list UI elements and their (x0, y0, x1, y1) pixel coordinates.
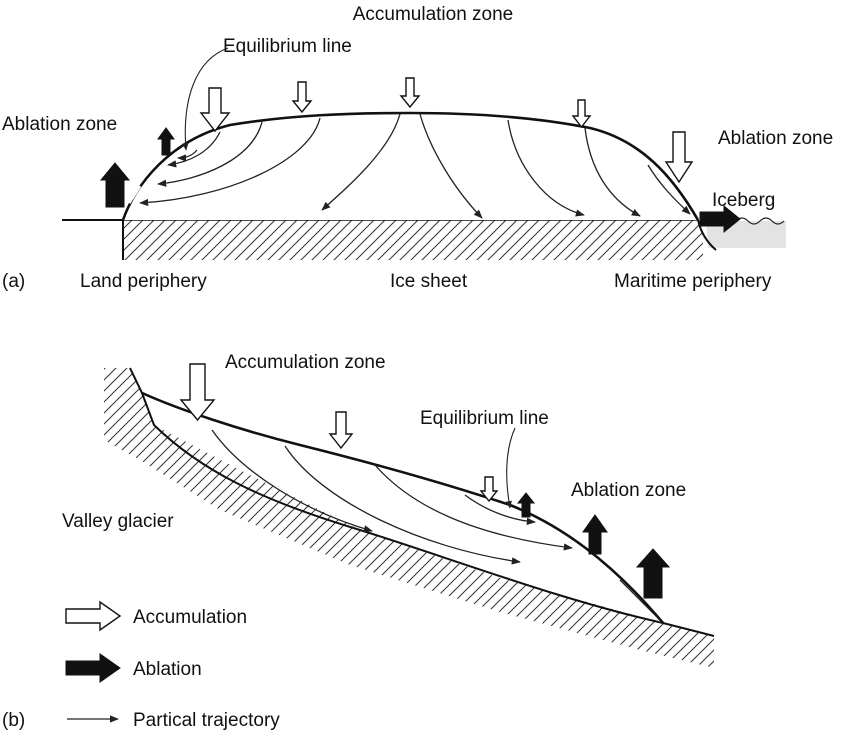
label-maritime-periphery: Maritime periphery (614, 271, 772, 292)
label-equilibrium-line-b: Equilibrium line (420, 408, 549, 429)
flow-line (507, 119, 585, 217)
flow-line (619, 579, 661, 621)
panel-a-tag: (a) (2, 271, 25, 292)
flow-line (157, 121, 263, 187)
margin-gap (127, 185, 142, 204)
label-ablation-zone-left: Ablation zone (2, 114, 117, 135)
accumulation-arrow (664, 131, 694, 184)
valley-bedrock (104, 368, 714, 668)
legend: Accumulation Ablation Partical trajector… (2, 600, 280, 731)
flow-line (139, 117, 321, 207)
label-accumulation-zone-a: Accumulation zone (353, 4, 514, 25)
flow-line (167, 131, 221, 168)
glacier-bed-b (129, 367, 715, 637)
accumulation-arrow (199, 87, 231, 133)
label-ablation-zone-right: Ablation zone (718, 128, 833, 149)
legend-ablation-label: Ablation (133, 659, 202, 680)
bedrock-a (123, 220, 703, 260)
accumulation-arrow (179, 363, 216, 422)
flow-line (419, 113, 483, 219)
ablation-arrow (582, 514, 608, 555)
flow-line (284, 445, 521, 565)
accumulation-arrow (291, 81, 313, 114)
bed-edge-right (697, 219, 717, 251)
panel-b: Accumulation zone Equilibrium line Ablat… (62, 352, 715, 668)
legend-ablation-icon (65, 653, 121, 683)
legend-accumulation-label: Accumulation (133, 607, 247, 628)
panel-a: Accumulation zone Equilibrium line Ablat… (2, 4, 833, 292)
label-accumulation-zone-b: Accumulation zone (225, 352, 386, 373)
label-equilibrium-line-a: Equilibrium line (223, 36, 352, 57)
ablation-arrow (99, 162, 131, 208)
flow-line (211, 429, 373, 533)
accumulation-arrow (571, 99, 592, 129)
equilibrium-line-leader (182, 47, 229, 151)
flow-line (464, 494, 536, 525)
accumulation-arrow (399, 77, 421, 109)
label-ice-sheet: Ice sheet (390, 271, 468, 292)
equilibrium-line-leader (505, 427, 516, 509)
flow-line (177, 149, 198, 162)
ablation-arrow (516, 492, 536, 518)
ice-sheet-profile (121, 111, 700, 221)
label-ablation-zone-b: Ablation zone (571, 480, 686, 501)
accumulation-arrow (328, 411, 354, 450)
flow-line (584, 127, 641, 217)
ablation-arrow (157, 127, 175, 156)
flow-line (647, 164, 691, 215)
ablation-arrow (635, 548, 671, 599)
panel-b-tag: (b) (2, 710, 25, 731)
legend-accumulation-icon (65, 600, 122, 632)
flow-line (321, 113, 401, 211)
label-iceberg: Iceberg (712, 190, 775, 211)
flow-line (374, 464, 573, 551)
label-land-periphery: Land periphery (80, 271, 207, 292)
iceberg-arrow (699, 204, 741, 234)
legend-trajectory-label: Partical trajectory (133, 710, 280, 731)
accumulation-arrow (479, 476, 499, 503)
label-valley-glacier: Valley glacier (62, 511, 174, 532)
